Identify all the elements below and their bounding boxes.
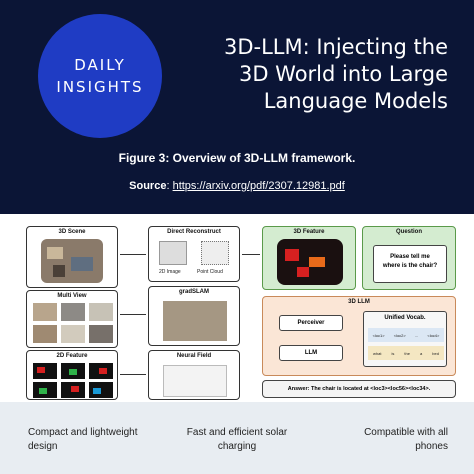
source-line: Source: https://arxiv.org/pdf/2307.12981… — [129, 180, 345, 192]
feature2d-panel: 2D Feature — [26, 350, 118, 400]
feature-item: Compatible with all phones — [364, 426, 448, 454]
badge-line-1: DAILY — [74, 56, 126, 74]
llm-block-title: 3D LLM — [348, 299, 370, 305]
scene-title: 3D Scene — [58, 229, 86, 235]
feature-line: charging — [217, 441, 257, 452]
scene-render — [41, 239, 103, 283]
source-link[interactable]: https://arxiv.org/pdf/2307.12981.pdf — [172, 180, 345, 192]
hero-banner: DAILY INSIGHTS 3D-LLM: Injecting the 3D … — [0, 0, 474, 214]
direct-cloud-label: Point Cloud — [197, 269, 223, 275]
vocab-token: is — [391, 350, 395, 356]
badge-line-2: INSIGHTS — [56, 78, 144, 96]
vocab-row-words: what is the a bed — [368, 346, 444, 360]
feature-line: Compatible with all — [364, 427, 448, 438]
feature3d-title: 3D Feature — [293, 229, 325, 235]
headline: 3D-LLM: Injecting the 3D World into Larg… — [168, 34, 448, 115]
vocab-title: Unified Vocab. — [384, 315, 426, 321]
vocab-token: a — [420, 350, 423, 356]
feature-item: Fast and efficient solar charging — [172, 426, 302, 454]
figure-caption: Figure 3: Overview of 3D-LLM framework. — [118, 151, 356, 165]
feature2d-title: 2D Feature — [56, 353, 88, 359]
vocab-token: the — [404, 350, 410, 356]
feature-line: design — [28, 441, 58, 452]
framework-figure: 3D Scene Multi View 2D Feature Direct Re… — [0, 214, 474, 402]
question-panel: Question Please tell me where is the cha… — [362, 226, 456, 290]
vocab-token: bed — [432, 350, 439, 356]
features-footer: Compact and lightweight design Fast and … — [0, 402, 474, 474]
llm-block: 3D LLM Perceiver LLM Unified Vocab. <loc… — [262, 296, 456, 376]
neural-field-panel: Neural Field — [148, 350, 240, 400]
direct-title: Direct Reconstruct — [167, 229, 221, 235]
question-bubble: Please tell me where is the chair? — [373, 245, 447, 283]
feature-item: Compact and lightweight design — [28, 426, 138, 454]
feature3d-panel: 3D Feature — [262, 226, 356, 290]
vocab-token: what — [373, 350, 382, 356]
multiview-panel: Multi View — [26, 290, 118, 348]
vocab-box: Unified Vocab. <loc1> <loc2> ... <loc4> … — [363, 311, 447, 367]
headline-line-2: 3D World into Large — [238, 62, 448, 86]
vocab-token: <loc2> — [393, 332, 406, 338]
vocab-token: ... — [414, 332, 419, 338]
gradslam-panel: gradSLAM — [148, 286, 240, 346]
headline-line-1: 3D-LLM: Injecting the — [223, 35, 448, 59]
feature-line: Compact and lightweight — [28, 427, 138, 438]
multiview-title: Multi View — [57, 293, 87, 299]
question-text-2: where is the chair? — [382, 263, 438, 269]
headline-line-3: Language Models — [263, 89, 448, 113]
question-text-1: Please tell me — [390, 254, 430, 260]
llm-box: LLM — [279, 345, 343, 361]
perceiver-box: Perceiver — [279, 315, 343, 331]
source-label: Source — [129, 180, 167, 192]
gradslam-title: gradSLAM — [179, 289, 209, 295]
scene-panel: 3D Scene — [26, 226, 118, 288]
vocab-token: <loc1> — [372, 332, 385, 338]
vocab-row-loc: <loc1> <loc2> ... <loc4> — [368, 328, 444, 342]
vocab-token: <loc4> — [427, 332, 440, 338]
direct-image-label: 2D Image — [159, 269, 181, 275]
question-title: Question — [395, 229, 422, 235]
feature-line: Fast and efficient solar — [186, 427, 288, 438]
answer-box: Answer: The chair is located at <loc3><l… — [262, 380, 456, 398]
direct-reconstruct-panel: Direct Reconstruct 2D Image Point Cloud — [148, 226, 240, 282]
feature-line: phones — [415, 441, 448, 452]
daily-insights-badge: DAILY INSIGHTS — [38, 14, 162, 138]
neural-title: Neural Field — [176, 353, 212, 359]
feature3d-render — [277, 239, 343, 285]
